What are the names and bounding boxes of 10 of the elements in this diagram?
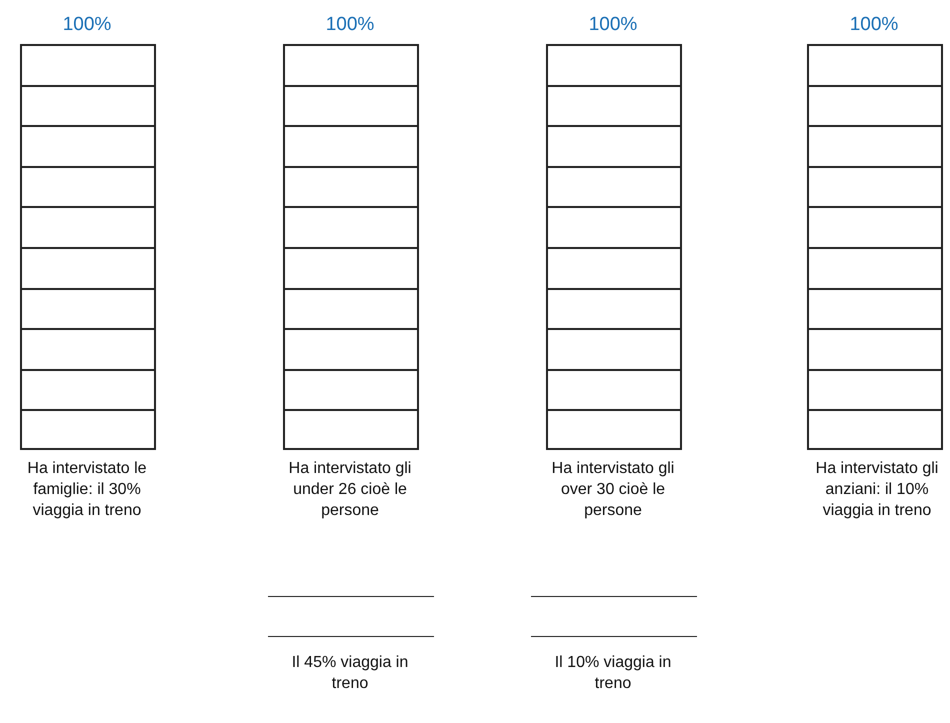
percent-label: 100% xyxy=(62,14,112,36)
caption-text: Il 10% viaggia in treno xyxy=(554,653,672,694)
caption-text: Ha intervistato gli over 30 cioè le persone xyxy=(550,459,676,521)
percent-label: 100% xyxy=(324,14,376,36)
caption-text: Ha intervistato gli anziani: il 10% viaggia in treno xyxy=(814,459,940,521)
caption-text: Il 45% viaggia in treno xyxy=(290,653,410,694)
percent-label: 100% xyxy=(848,14,900,36)
caption-text: Ha intervistato gli under 26 cioè le persone xyxy=(288,459,412,521)
percent-label: 100% xyxy=(588,14,638,36)
caption-text: Ha intervistato le famiglie: il 30% viaggia in treno xyxy=(26,459,148,521)
